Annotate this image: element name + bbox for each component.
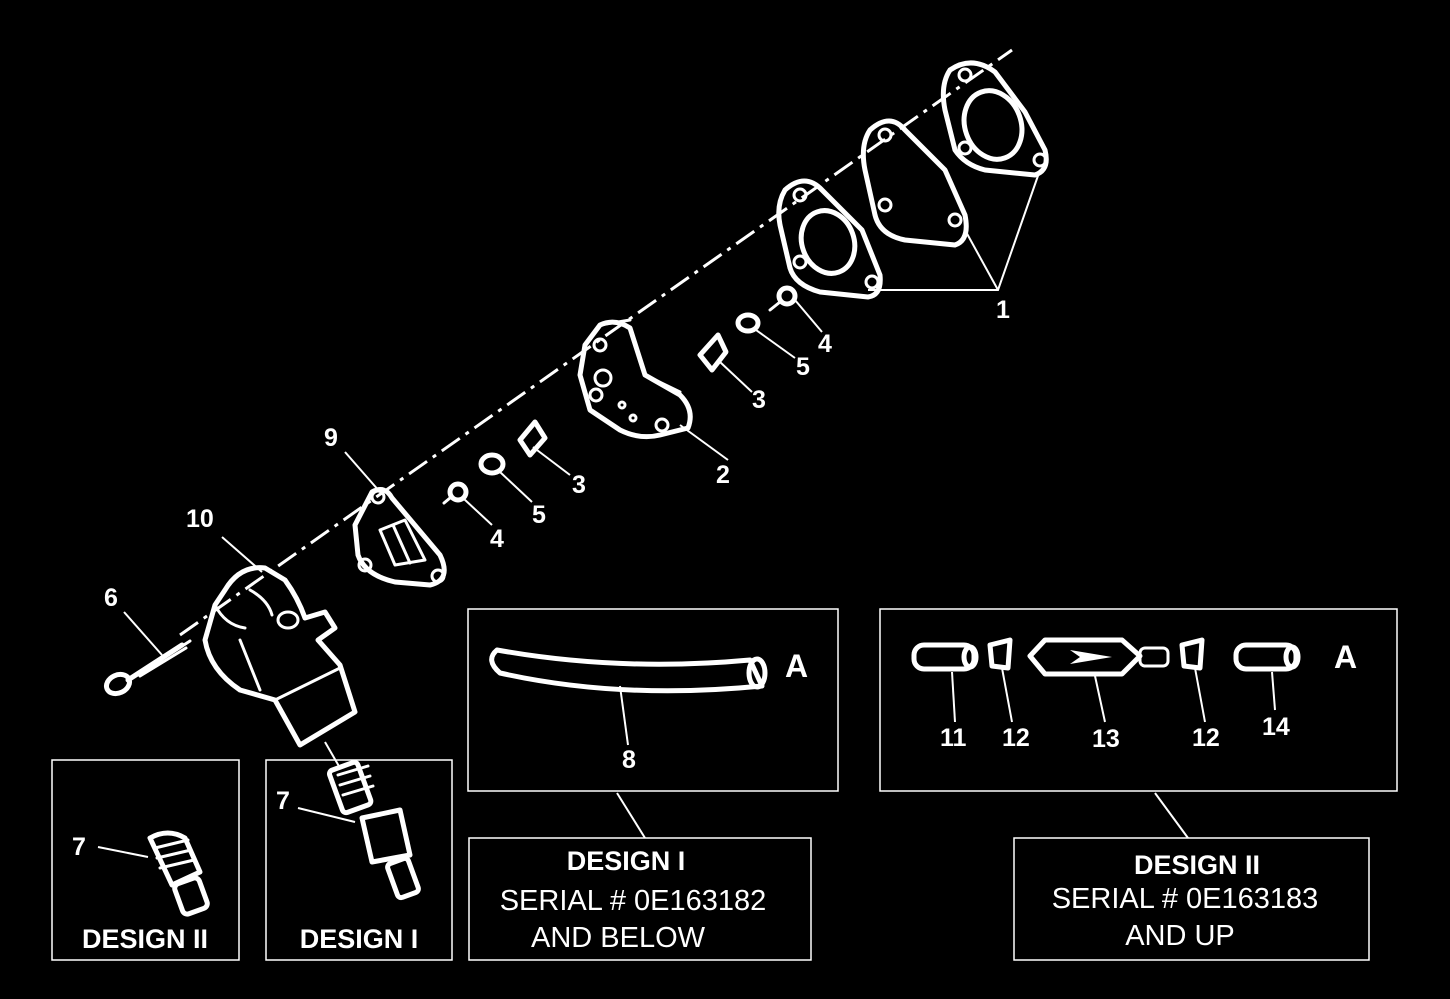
part-5-washer-upper [735,312,761,334]
design-ii-fitting-box [51,759,240,961]
callout-9: 9 [324,424,338,452]
leader-10 [221,536,263,573]
callout-13: 13 [1092,725,1120,753]
design-ii-note-line2: AND UP [1125,920,1235,952]
callout-4-upper: 4 [818,330,832,358]
callout-1: 1 [996,296,1010,324]
design-ii-note-title: DESIGN II [1134,850,1260,880]
callout-3-lower: 3 [572,471,586,499]
callout-11: 11 [940,724,967,752]
leader-6 [123,611,163,656]
design-i-fitting-label: DESIGN I [300,924,419,954]
leader-2 [679,424,729,461]
callout-5-lower: 5 [532,501,546,529]
part-6-long-screw [103,639,192,697]
hose-box-letter-a: A [785,648,808,684]
callout-7-design-i: 7 [276,787,290,815]
leader-8 [619,685,629,746]
part-3-valve-upper [697,332,729,373]
callout-12-right: 12 [1192,724,1220,752]
callout-8: 8 [622,746,636,774]
callout-4-lower: 4 [490,525,504,553]
callout-2: 2 [716,461,730,489]
part-4-screw-upper [768,285,798,312]
design-ii-fitting-label: DESIGN II [82,924,208,954]
part-5-washer-lower [478,452,506,476]
part-10-pump-housing [202,565,358,748]
filter-inset-box [879,608,1398,792]
assembly-axis-line [179,48,1013,637]
part-2-pump-plate [577,318,693,440]
design-i-fitting-box [265,759,453,961]
design-i-note-line2: AND BELOW [531,922,706,954]
callout-5-upper: 5 [796,353,810,381]
design-i-note-line1: SERIAL # 0E163182 [500,885,767,917]
callout-6: 6 [104,584,118,612]
callout-12-left: 12 [1002,724,1030,752]
callout-10: 10 [186,505,214,533]
hose-inset-box [467,608,839,792]
part-4-screw-lower [442,481,469,505]
part-1-gaskets [776,60,1049,300]
callout-7-design-ii: 7 [72,833,86,861]
design-ii-serial-box [1013,837,1370,961]
callout-3-upper: 3 [752,386,766,414]
part-9-diaphragm [352,487,447,588]
design-i-note-title: DESIGN I [567,846,686,876]
filter-box-letter-a: A [1334,639,1357,675]
part-3-valve-lower [517,419,548,458]
leader-9 [344,451,381,493]
callout-14: 14 [1262,713,1290,741]
part-7-spring-fitting-assembly [327,759,421,901]
design-i-serial-box [468,837,812,961]
design-ii-note-line1: SERIAL # 0E163183 [1052,883,1319,915]
